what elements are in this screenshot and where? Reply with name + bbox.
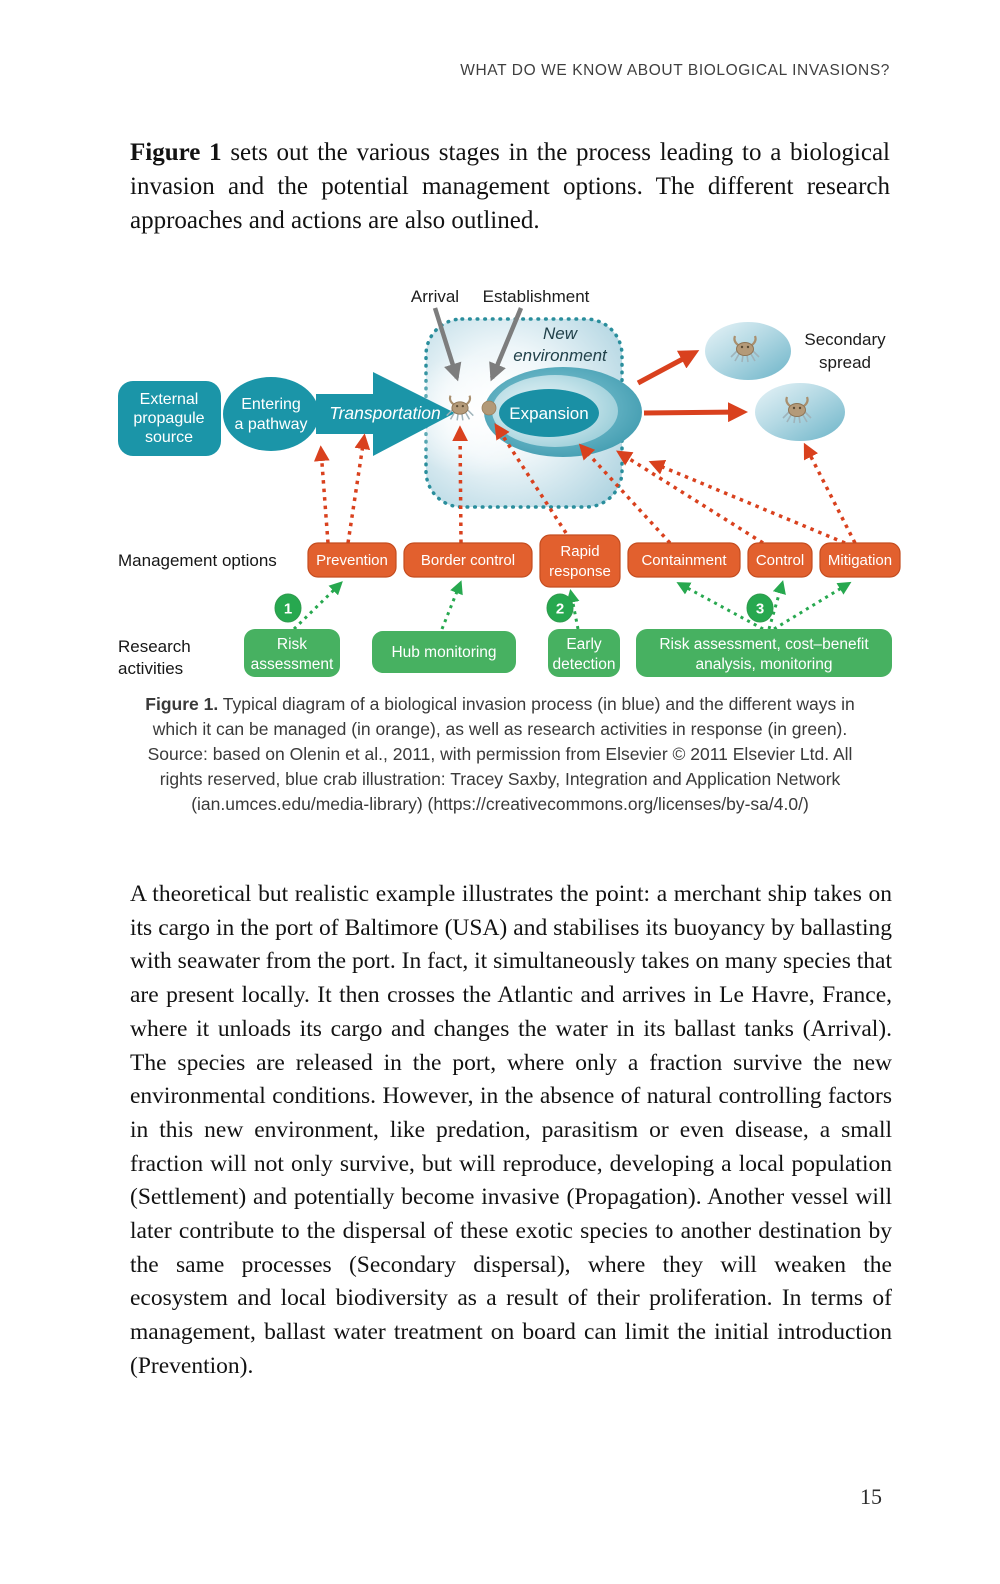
svg-text:External: External	[140, 391, 199, 408]
svg-text:assessment: assessment	[251, 656, 334, 673]
svg-text:source: source	[145, 429, 193, 446]
management-arrows	[313, 423, 857, 545]
svg-text:Control: Control	[756, 552, 804, 569]
management-option-rapid-response: Rapid response	[539, 534, 621, 588]
svg-text:activities: activities	[118, 659, 183, 678]
secondary-spread: Secondary spread	[636, 322, 886, 441]
management-option-border-control: Border control	[403, 542, 533, 578]
svg-text:response: response	[549, 563, 611, 580]
research-activity-early-detection: Early detection	[548, 629, 620, 677]
spread-arrow	[643, 402, 748, 423]
research-activity-risk-assessment: Risk assessment	[244, 629, 340, 677]
caption-lead: Figure 1.	[145, 694, 219, 714]
svg-text:Border control: Border control	[421, 552, 515, 569]
arrival-establishment: Arrival Establishment	[411, 287, 590, 382]
svg-text:analysis, monitoring: analysis, monitoring	[696, 656, 833, 673]
svg-text:Entering: Entering	[241, 396, 301, 413]
research-arrows	[292, 580, 852, 631]
step-badge-1: 1	[274, 593, 302, 623]
svg-text:Rapid: Rapid	[560, 543, 599, 560]
page-number: 15	[860, 1484, 882, 1509]
svg-text:detection: detection	[553, 656, 616, 673]
svg-text:propagule: propagule	[133, 410, 204, 427]
transportation-label: Transportation	[329, 403, 441, 423]
management-option-mitigation: Mitigation	[819, 542, 901, 578]
establishment-label: Establishment	[483, 287, 590, 306]
caption-rest: Typical diagram of a biological invasion…	[147, 694, 855, 814]
figure-caption: Figure 1. Typical diagram of a biologica…	[130, 692, 870, 817]
establishment-dot	[481, 400, 497, 416]
intro-rest: sets out the various stages in the proce…	[130, 139, 890, 234]
svg-text:Risk: Risk	[277, 636, 307, 653]
svg-text:a pathway: a pathway	[235, 416, 308, 433]
svg-text:Early: Early	[566, 636, 602, 653]
expansion-node: Expansion	[484, 367, 642, 457]
spread-arrow	[636, 350, 700, 386]
svg-text:Risk assessment, cost–benefit: Risk assessment, cost–benefit	[659, 636, 869, 653]
intro-paragraph: Figure 1 sets out the various stages in …	[130, 136, 890, 238]
new-environment-label: New	[543, 324, 579, 343]
figure-diagram: New environment Expansion Arrival Establ…	[118, 287, 901, 678]
svg-text:1: 1	[284, 601, 292, 618]
entering-pathway-node: Entering a pathway	[223, 377, 319, 451]
intro-lead: Figure 1	[130, 139, 222, 166]
arrival-arrow	[432, 307, 462, 382]
establishment-arrow	[489, 307, 524, 382]
svg-text:Mitigation: Mitigation	[828, 552, 892, 569]
secondary-spread-label: Secondary	[804, 330, 886, 349]
management-option-prevention: Prevention	[307, 542, 397, 578]
research-activity-risk-cost-benefit: Risk assessment, cost–benefit analysis, …	[636, 629, 892, 677]
svg-text:Containment: Containment	[641, 552, 727, 569]
svg-text:Prevention: Prevention	[316, 552, 388, 569]
page-header: WHAT DO WE KNOW ABOUT BIOLOGICAL INVASIO…	[460, 62, 890, 79]
management-options-label: Management options	[118, 551, 277, 570]
research-activity-hub-monitoring: Hub monitoring	[372, 631, 516, 673]
svg-text:environment: environment	[513, 346, 608, 365]
step-badge-3: 3	[746, 593, 774, 623]
management-option-control: Control	[747, 542, 813, 578]
arrival-label: Arrival	[411, 287, 459, 306]
svg-text:spread: spread	[819, 353, 871, 372]
svg-text:Hub monitoring: Hub monitoring	[391, 644, 496, 661]
svg-text:2: 2	[556, 601, 564, 618]
transportation-arrow: Transportation	[316, 372, 455, 456]
step-badge-2: 2	[546, 593, 574, 623]
management-option-containment: Containment	[627, 542, 741, 578]
expansion-label: Expansion	[509, 404, 588, 423]
body-paragraph: A theoretical but realistic example illu…	[130, 881, 892, 1379]
svg-text:3: 3	[756, 601, 764, 618]
research-activities-label: Research	[118, 637, 191, 656]
external-propagule-source-node: External propagule source	[118, 381, 221, 456]
